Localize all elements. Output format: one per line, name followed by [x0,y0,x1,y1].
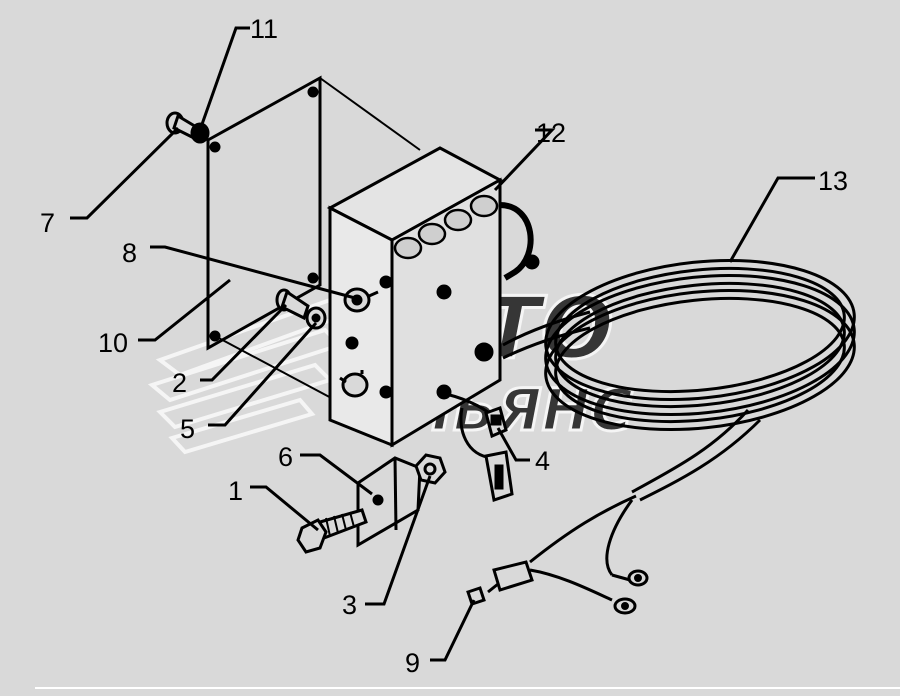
part-labels: 11 7 8 10 2 5 12 13 4 6 1 3 9 [40,14,848,678]
label-2: 2 [172,368,187,398]
label-1: 1 [228,476,243,506]
label-4: 4 [535,446,550,476]
label-7: 7 [40,208,55,238]
bolt-1 [296,508,368,554]
screw-2 [275,288,310,321]
knob-8 [343,287,379,313]
cable-harness-13 [502,258,856,502]
label-9: 9 [405,648,420,678]
cable-glands [393,194,499,260]
washer-5 [305,306,327,330]
leader-lines [70,26,815,662]
label-13: 13 [818,166,848,196]
nut-3 [414,453,447,485]
label-8: 8 [122,238,137,268]
cable-terminals [466,494,649,615]
connector-4 [445,392,514,502]
label-11: 11 [250,14,278,44]
bracket-6 [356,456,422,548]
bolt-7 [165,111,210,144]
label-3: 3 [342,590,357,620]
knob-lower [339,370,369,398]
label-12: 12 [536,118,566,148]
label-5: 5 [180,414,195,444]
label-6: 6 [278,442,293,472]
label-10: 10 [98,328,128,358]
